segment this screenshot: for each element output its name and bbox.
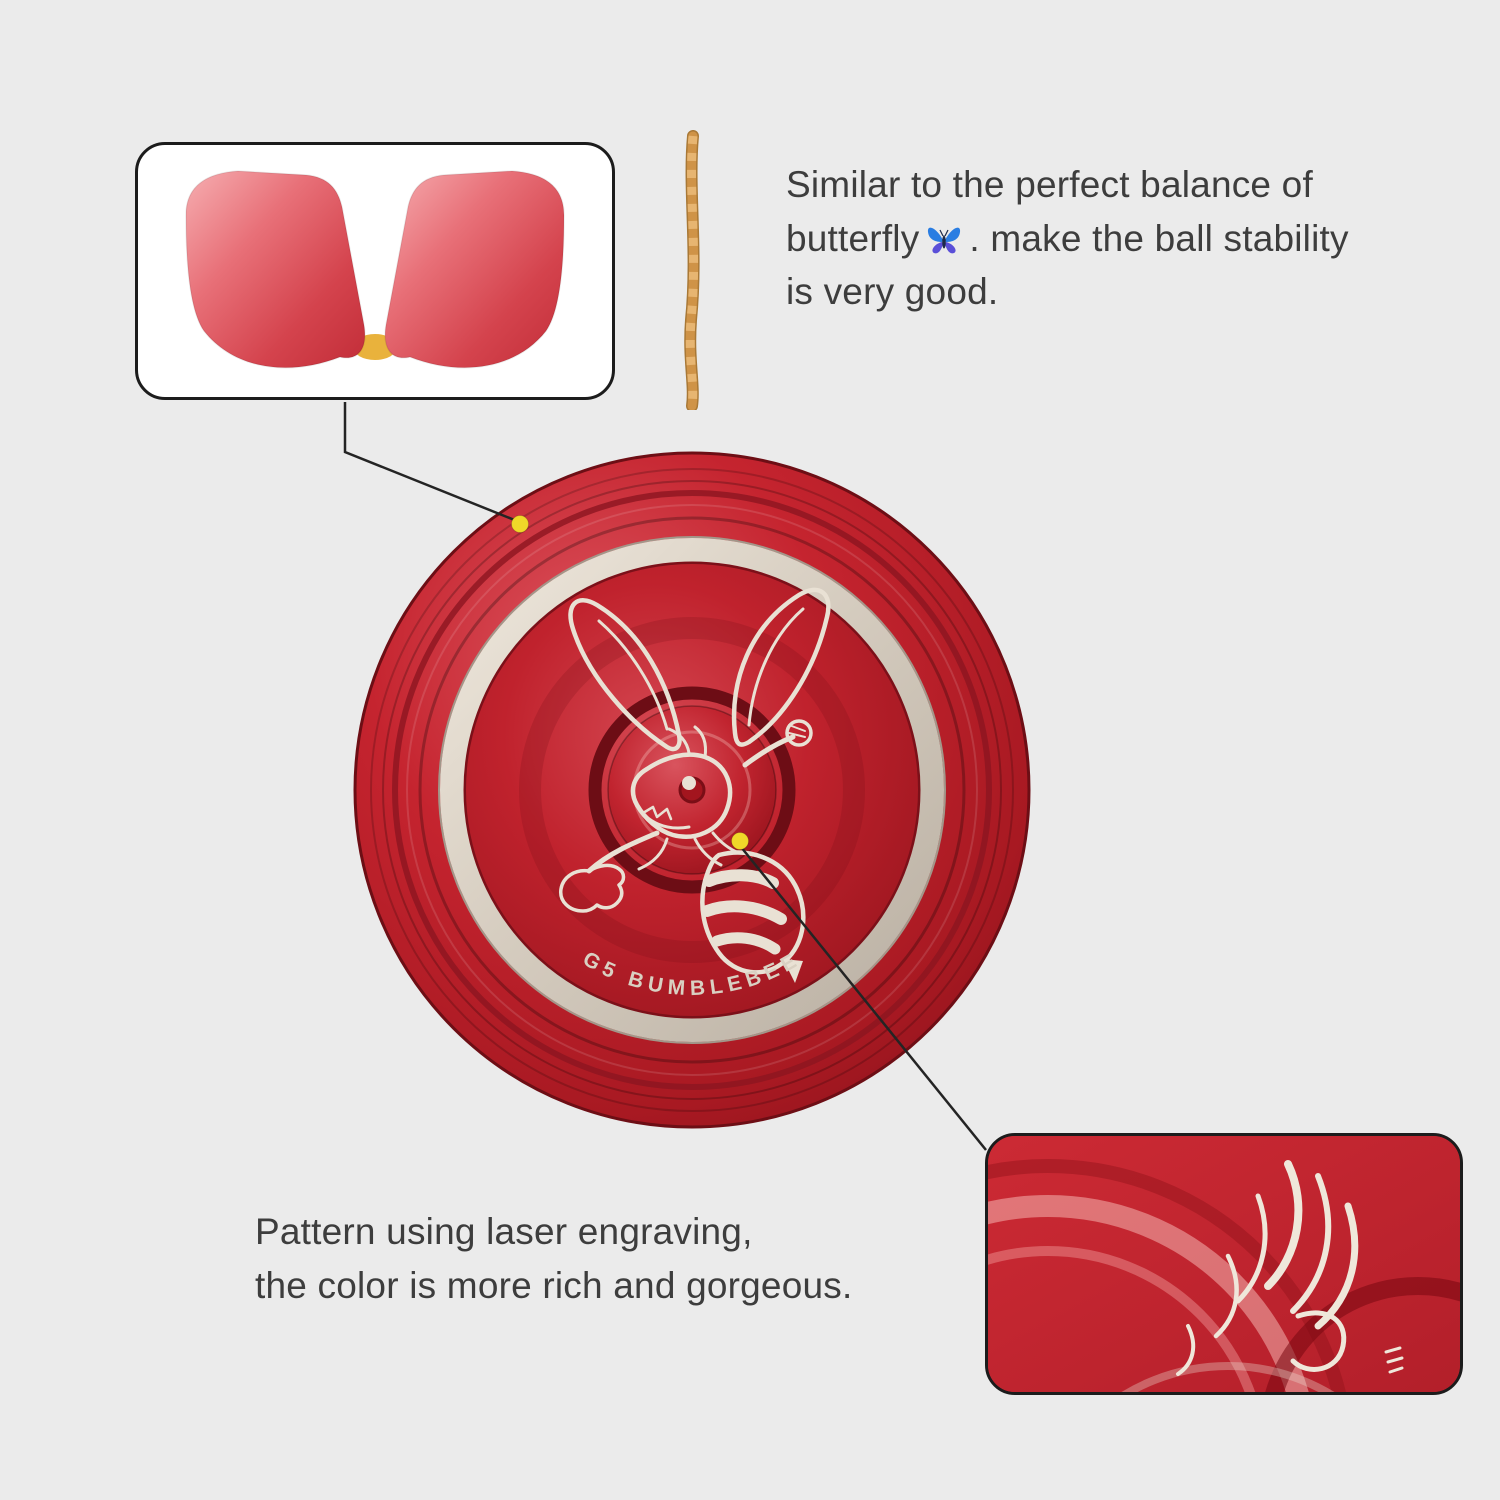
- string-drawing: [684, 130, 700, 412]
- yoyo-drawing: G5 BUMBLEBEE: [353, 451, 1031, 1129]
- engraving-inset: [985, 1133, 1463, 1395]
- engraving-note: Pattern using laser engraving, the color…: [255, 1205, 975, 1312]
- yoyo-half-right: [384, 170, 565, 369]
- balance-note-line1: Similar to the perfect balance of: [786, 164, 1313, 205]
- balance-note: Similar to the perfect balance of butter…: [786, 158, 1446, 319]
- balance-note-line2-suffix: . make the ball stability: [969, 217, 1349, 259]
- balance-note-line3: is very good.: [786, 271, 999, 313]
- yoyo-half-left: [185, 170, 366, 369]
- profile-inset: [135, 142, 615, 400]
- yoyo-profile-drawing: [185, 170, 565, 369]
- yoyo-image: G5 BUMBLEBEE: [337, 435, 1047, 1145]
- balance-note-line2-prefix: butterfly: [786, 217, 920, 259]
- engraving-note-line1: Pattern using laser engraving,: [255, 1211, 753, 1252]
- engraving-note-line2: the color is more rich and gorgeous.: [255, 1264, 853, 1306]
- silver-ring: [438, 536, 946, 1044]
- zoomed-engraving-strokes: [1176, 1160, 1404, 1376]
- butterfly-icon: [928, 227, 961, 253]
- yoyo-string: [658, 130, 728, 412]
- engraving-zoom-drawing: [988, 1136, 1460, 1392]
